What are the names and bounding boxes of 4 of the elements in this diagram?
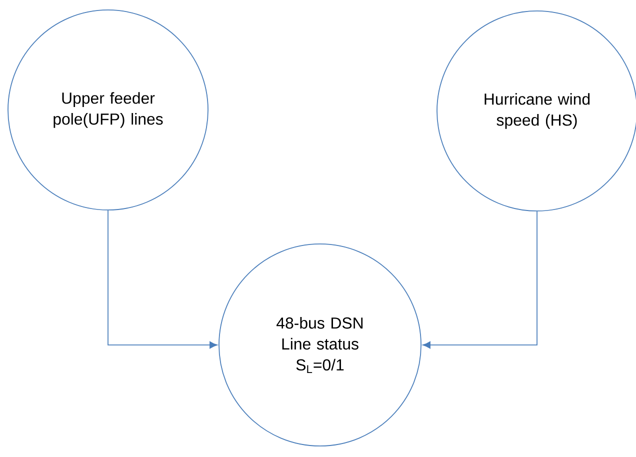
arrow	[108, 210, 218, 349]
circle-node: 48-bus DSN Line status S$_{L}$=0/1	[218, 244, 422, 446]
arrow	[422, 210, 538, 349]
circle-node: Upper feeder pole(UFP) lines	[8, 10, 208, 210]
